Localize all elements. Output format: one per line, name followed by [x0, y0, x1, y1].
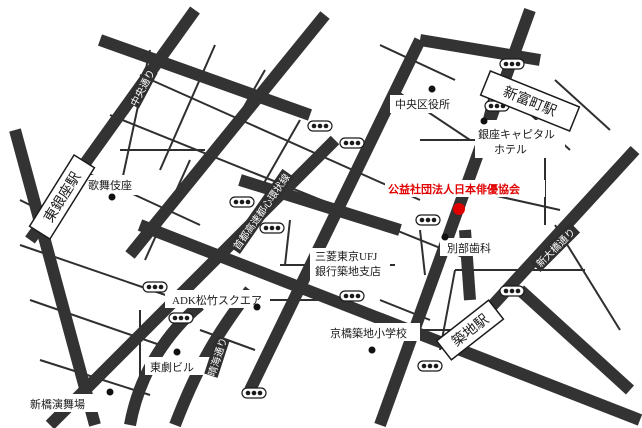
station-exit-icon [499, 285, 525, 297]
landmark-ginza-capital-hotel-2: ホテル [494, 143, 527, 156]
station-exit-icon [339, 290, 365, 302]
station-exit-icon [241, 387, 267, 399]
landmark-dot [480, 117, 488, 125]
landmark-ginza-capital-hotel-1: 銀座キャピタル [478, 127, 555, 141]
landmark-mufj-1: 三菱東京UFJ [315, 249, 378, 263]
landmark-kyobashi-school: 京橋築地小学校 [330, 326, 407, 340]
station-exit-icon [417, 360, 443, 372]
station-exit-icon [259, 222, 285, 234]
major-roads [9, 6, 642, 428]
landmark-dot [173, 348, 181, 356]
landmark-betsubu-dental: 別部歯科 [447, 241, 491, 255]
destination-marker: 公益社団法人日本俳優協会 [385, 180, 545, 215]
station-exit-icon [229, 196, 255, 208]
landmark-dot [368, 346, 376, 354]
station-exit-icon [307, 120, 333, 132]
landmark-togeki-building: 東劇ビル [150, 360, 194, 374]
landmark-dot [108, 193, 116, 201]
landmarks: 歌舞伎座 中央区役所 銀座キャピタル ホテル 別部歯科 三菱東京UFJ 銀行築地… [30, 85, 555, 411]
landmark-kabukiza: 歌舞伎座 [88, 178, 132, 192]
landmark-chuo-ward-office: 中央区役所 [395, 97, 450, 111]
landmark-dot [441, 233, 449, 241]
destination-pin-icon [453, 203, 465, 215]
station-exit-icon [415, 214, 441, 226]
landmark-mufj-2: 銀行築地支店 [315, 264, 381, 278]
landmark-dot [106, 388, 114, 396]
station-exit-icon [168, 312, 194, 324]
landmark-dot [428, 85, 436, 93]
landmark-dot [253, 303, 261, 311]
destination-label: 公益社団法人日本俳優協会 [388, 182, 521, 196]
label-backgrounds [25, 95, 565, 412]
landmark-shinbashi-enbujo: 新橋演舞場 [30, 397, 85, 411]
station-exit-icon [339, 137, 365, 149]
station-exit-icon [142, 281, 168, 293]
landmark-adk-shochiku: ADK松竹スクエア [172, 293, 262, 307]
station-exit-icon [499, 58, 525, 70]
station-exits [142, 58, 525, 399]
